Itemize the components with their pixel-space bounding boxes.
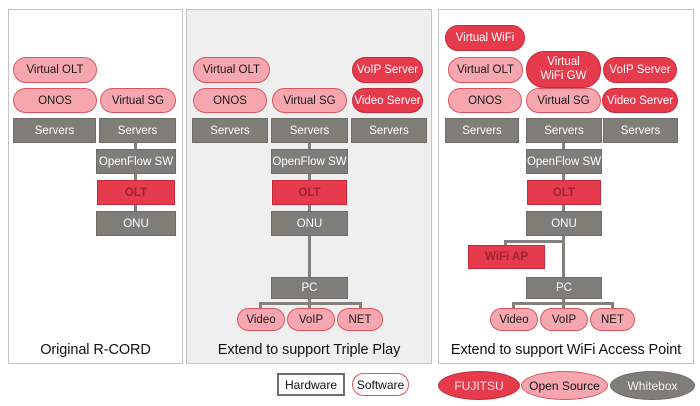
node-onu: ONU [271,211,348,236]
node-servers: Servers [271,118,348,143]
connector-line [562,142,565,150]
node-servers: Servers [603,118,678,143]
node-virtual-wifi-gw-line1: Virtual [547,56,580,69]
node-video-server: Video Server [602,88,678,113]
connector-line [134,142,137,150]
panel3-title: Extend to support WiFi Access Point [450,342,682,358]
node-video: Video [237,308,285,331]
node-virtual-sg: Virtual SG [100,88,176,113]
connector-line [308,173,311,181]
node-virtual-wifi-gw: Virtual WiFi GW [526,51,601,88]
node-olt: OLT [272,180,347,205]
legend-software: Software [352,373,409,396]
legend-open-source: Open Source [521,371,608,400]
node-voip-server: VoIP Server [603,57,677,83]
node-virtual-sg: Virtual SG [272,88,347,113]
node-openflow-sw: OpenFlow SW [96,149,176,174]
node-servers: Servers [192,118,268,143]
connector-line [308,204,311,212]
node-olt: OLT [527,180,601,205]
legend-fujitsu: FUJITSU [438,371,520,400]
connector-line [134,173,137,181]
node-onos: ONOS [448,88,522,113]
connector-line [259,302,262,310]
connector-line [562,235,565,278]
node-servers: Servers [351,118,427,143]
node-pc: PC [526,277,602,299]
connector-line [513,302,614,305]
connector-line-wifi-branch [504,240,565,243]
node-voip: VoIP [287,308,335,331]
connector-line [308,142,311,150]
node-openflow-sw: OpenFlow SW [271,149,348,174]
node-onos: ONOS [193,88,267,113]
connector-line [134,204,137,212]
node-onos: ONOS [13,88,97,113]
node-virtual-wifi: Virtual WiFi [445,25,525,51]
node-onu: ONU [96,211,176,236]
panel2-title: Extend to support Triple Play [217,342,401,358]
node-voip: VoIP [540,308,588,331]
node-onu: ONU [526,211,602,236]
connector-line [308,235,311,278]
node-virtual-olt: Virtual OLT [193,57,270,83]
node-servers: Servers [13,118,96,143]
connector-line-wifi-branch [504,240,507,246]
node-net: NET [590,308,635,331]
node-servers: Servers [99,118,176,143]
node-servers: Servers [445,118,519,143]
connector-line [562,204,565,212]
connector-line [359,302,362,310]
node-openflow-sw: OpenFlow SW [526,149,602,174]
connector-line [562,173,565,181]
legend-whitebox: Whitebox [610,371,695,400]
node-servers: Servers [526,118,602,143]
legend-hardware: Hardware [277,373,345,396]
connector-line [512,302,515,310]
node-video: Video [490,308,538,331]
connector-line [611,302,614,310]
panel1-title: Original R-CORD [40,342,151,358]
node-voip-server: VoIP Server [352,57,423,83]
node-virtual-olt: Virtual OLT [448,57,523,83]
connector-line [260,302,362,305]
node-video-server: Video Server [352,88,423,113]
node-net: NET [337,308,383,331]
node-pc: PC [271,277,348,299]
node-virtual-olt: Virtual OLT [13,57,97,83]
node-virtual-sg: Virtual SG [526,88,601,113]
node-olt: OLT [97,180,175,205]
node-wifi-ap: WiFi AP [468,245,545,269]
node-virtual-wifi-gw-line2: WiFi GW [540,69,587,82]
